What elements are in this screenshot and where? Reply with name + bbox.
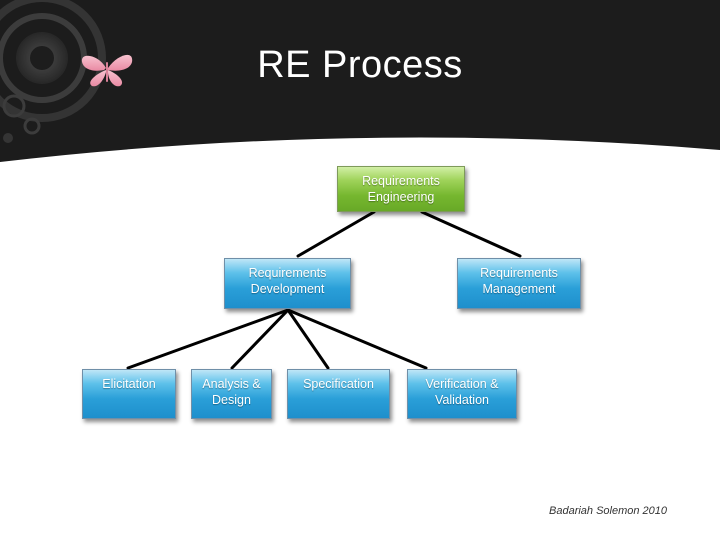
node-elicitation: Elicitation [82,369,176,419]
node-specification: Specification [287,369,390,419]
node-analysis-design: Analysis & Design [191,369,272,419]
node-label-line2: Validation [435,393,489,407]
connector-development-verification [286,308,428,370]
node-label-line1: Requirements [480,266,558,280]
node-requirements-development: Requirements Development [224,258,351,309]
node-label-line2: Engineering [367,190,435,204]
connector-development-elicitation [126,308,290,370]
slide-title: RE Process [257,44,463,86]
node-label-line1: Elicitation [102,377,156,391]
butterfly-icon [81,54,133,87]
node-requirements-management: Requirements Management [457,258,581,309]
node-label-line1: Requirements [362,174,440,188]
node-label-line2: Design [212,393,251,407]
connector-development-specification [286,308,330,370]
connector-root-management [420,210,522,258]
title-banner [0,0,720,162]
slide-footer-author: Badariah Solemon 2010 [549,505,668,517]
node-label-line2: Development [250,282,325,296]
node-verification-validation: Verification & Validation [407,369,517,419]
node-label-line1: Specification [303,377,374,391]
node-label-line1: Verification & [425,377,499,391]
node-label-line2: Management [482,282,556,296]
connector-development-analysis [230,308,290,370]
connector-root-development [296,210,376,258]
node-label-line1: Requirements [248,266,327,280]
node-requirements-engineering: Requirements Engineering [337,166,465,212]
node-label-line1: Analysis & [202,377,261,391]
